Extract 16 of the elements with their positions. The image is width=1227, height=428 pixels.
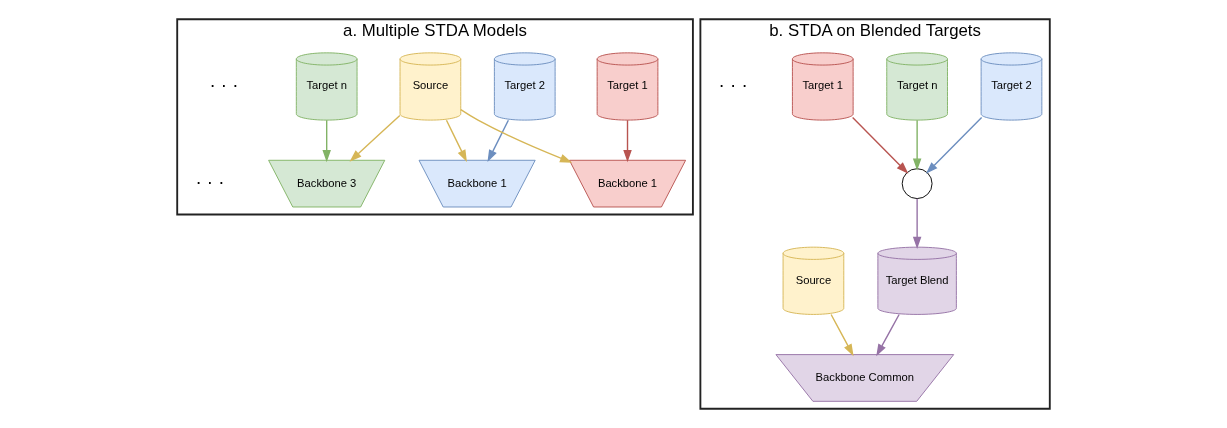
arrow bbox=[349, 114, 401, 162]
arrow bbox=[460, 108, 573, 163]
arrow bbox=[851, 116, 909, 174]
arrow bbox=[322, 119, 331, 163]
arrow bbox=[876, 313, 900, 357]
arrow bbox=[925, 116, 983, 174]
label: · · · bbox=[195, 171, 225, 193]
label: · · · bbox=[209, 74, 239, 96]
node-circle bbox=[901, 168, 933, 200]
arrow bbox=[912, 197, 922, 249]
arrow bbox=[623, 119, 632, 163]
arrow bbox=[830, 313, 854, 357]
arrow bbox=[445, 119, 467, 162]
label: · · · bbox=[718, 74, 748, 96]
arrow bbox=[487, 119, 510, 162]
arrow bbox=[912, 119, 922, 171]
